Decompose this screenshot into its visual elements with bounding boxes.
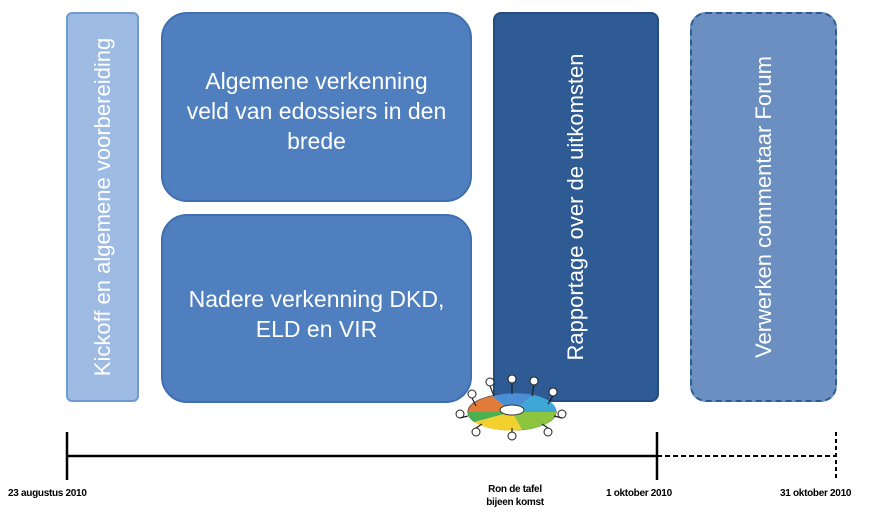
phase-rapportage-box: Rapportage over de uitkomsten (493, 12, 659, 402)
phase-nadere-verkenning-label: Nadere verkenning DKD, ELD en VIR (188, 286, 445, 342)
start-date-label: 23 augustus 2010 (8, 488, 87, 499)
phase-algemene-verkenning-label: Algemene verkenning veld van edossiers i… (186, 68, 447, 154)
round-table-meeting-icon (455, 374, 567, 441)
meeting-label-line1: Ron de tafel (488, 484, 542, 495)
phase-nadere-verkenning-box: Nadere verkenning DKD, ELD en VIR (161, 214, 472, 403)
end-date-label: 31 oktober 2010 (780, 488, 852, 499)
phase-verwerken-box: Verwerken commentaar Forum (690, 12, 837, 402)
mid-date-label: 1 oktober 2010 (606, 488, 672, 499)
meeting-label-line2: bijeen komst (486, 497, 544, 508)
phase-algemene-verkenning-box: Algemene verkenning veld van edossiers i… (161, 12, 472, 202)
phase-kickoff-box: Kickoff en algemene voorbereiding (66, 12, 139, 402)
meeting-label: Ron de tafel bijeen komst (480, 483, 550, 509)
